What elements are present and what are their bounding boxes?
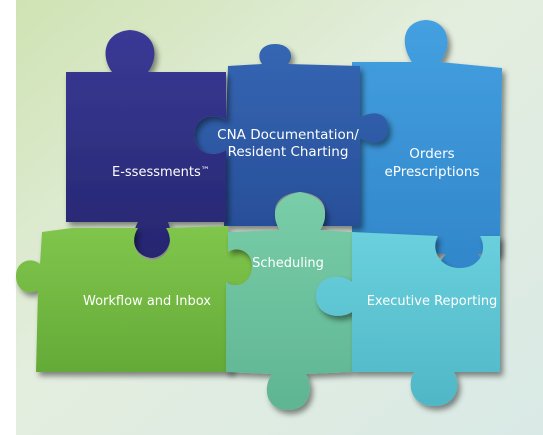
label-executive: Executive Reporting: [367, 294, 498, 309]
label-cna-line2: Resident Charting: [228, 144, 349, 160]
puzzle-piece-executive[interactable]: [316, 232, 500, 406]
puzzle-piece-workflow[interactable]: [16, 226, 252, 372]
label-cna-line1: CNA Documentation/: [217, 127, 359, 143]
puzzle-piece-cna[interactable]: [194, 44, 388, 226]
label-essessments: E-ssessments™: [112, 165, 210, 180]
trademark-symbol: ™: [201, 166, 210, 176]
puzzle-piece-scheduling[interactable]: [226, 192, 352, 410]
puzzle-piece-orders[interactable]: [352, 20, 502, 292]
label-orders-line2: ePrescriptions: [385, 164, 480, 180]
label-orders-line1: Orders: [409, 146, 454, 162]
puzzle-piece-essessments[interactable]: [66, 30, 226, 258]
label-scheduling: Scheduling: [252, 256, 324, 271]
label-workflow: Workflow and Inbox: [83, 294, 211, 309]
